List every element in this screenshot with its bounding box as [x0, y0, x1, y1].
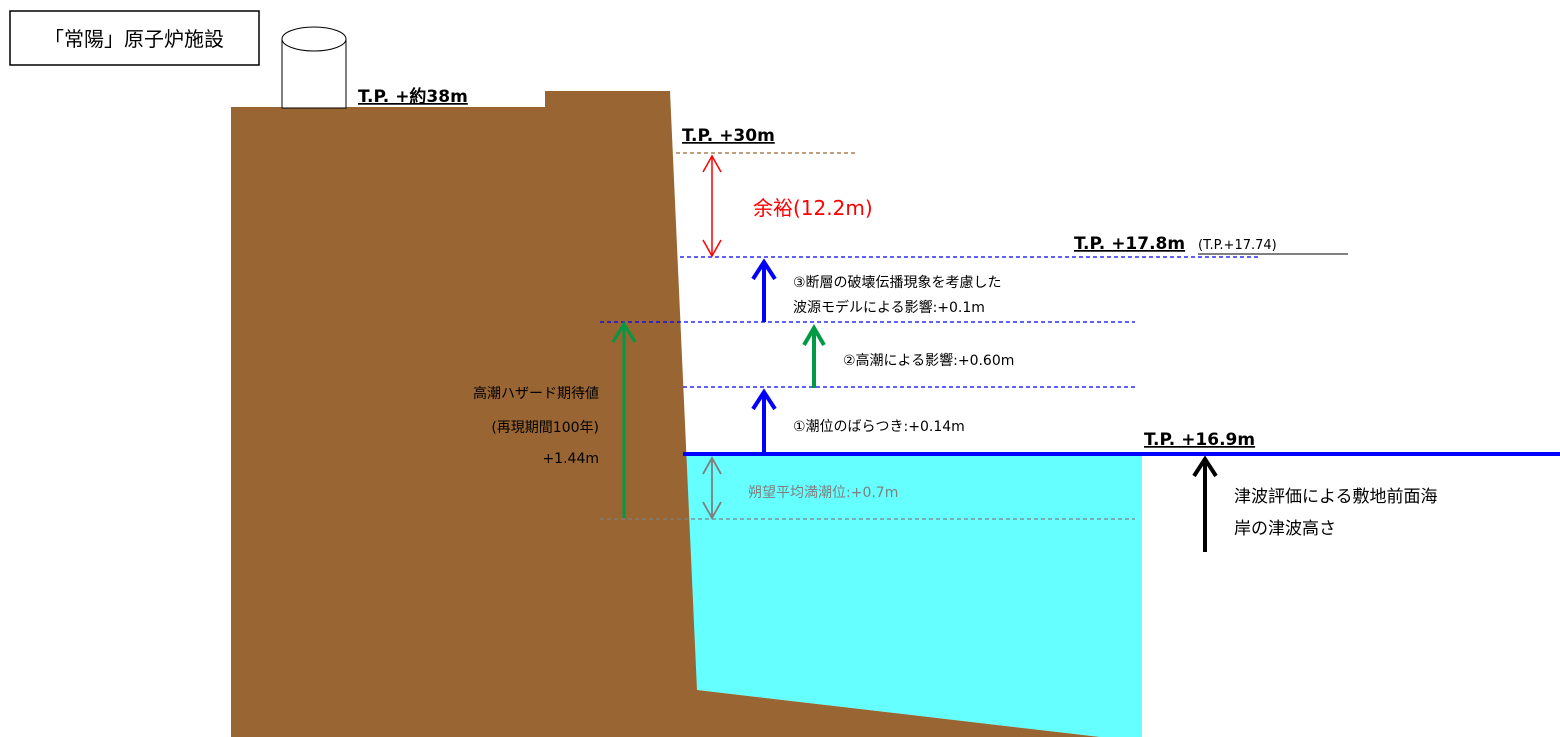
level-16-9m-label: T.P. +16.9m	[1144, 430, 1255, 450]
tsunami-height-arrow	[1192, 455, 1218, 552]
level-site-label: T.P. +約38m	[358, 86, 468, 107]
hazard-label-line3: +1.44m	[542, 451, 599, 467]
tsunami-label-line1: 津波評価による敷地前面海	[1234, 487, 1438, 507]
margin-arrow	[702, 154, 722, 258]
hazard-label-line1: 高潮ハザード期待値	[473, 385, 599, 402]
component-2-arrow	[802, 324, 826, 388]
component-3-label-line2: 波源モデルによる影響:+0.1m	[793, 299, 985, 316]
ground-cliff	[231, 91, 1100, 737]
level-17-74-note: (T.P.+17.74)	[1198, 238, 1277, 253]
component-3-arrow	[751, 258, 777, 322]
component-1-arrow	[751, 388, 777, 454]
tsunami-label-line2: 岸の津波高さ	[1234, 519, 1336, 539]
level-17-8m-label: T.P. +17.8m	[1074, 234, 1185, 254]
margin-label: 余裕(12.2m)	[753, 196, 873, 220]
facility-building	[281, 26, 347, 109]
component-1-label: ①潮位のばらつき:+0.14m	[793, 419, 965, 435]
facility-label-box	[9, 10, 260, 66]
tide-label: 朔望平均満潮位:+0.7m	[748, 485, 898, 501]
facility-label: 「常陽」原子炉施設	[44, 27, 224, 51]
hazard-arrow	[611, 321, 637, 518]
hazard-label-line2: (再現期間100年)	[491, 420, 599, 436]
component-3-label-line1: ③断層の破壊伝播現象を考慮した	[793, 275, 1002, 291]
tide-arrow	[702, 456, 722, 520]
level-30m-label: T.P. +30m	[682, 126, 775, 146]
sea-area	[683, 455, 1142, 737]
component-2-label: ②高潮による影響:+0.60m	[843, 352, 1014, 369]
